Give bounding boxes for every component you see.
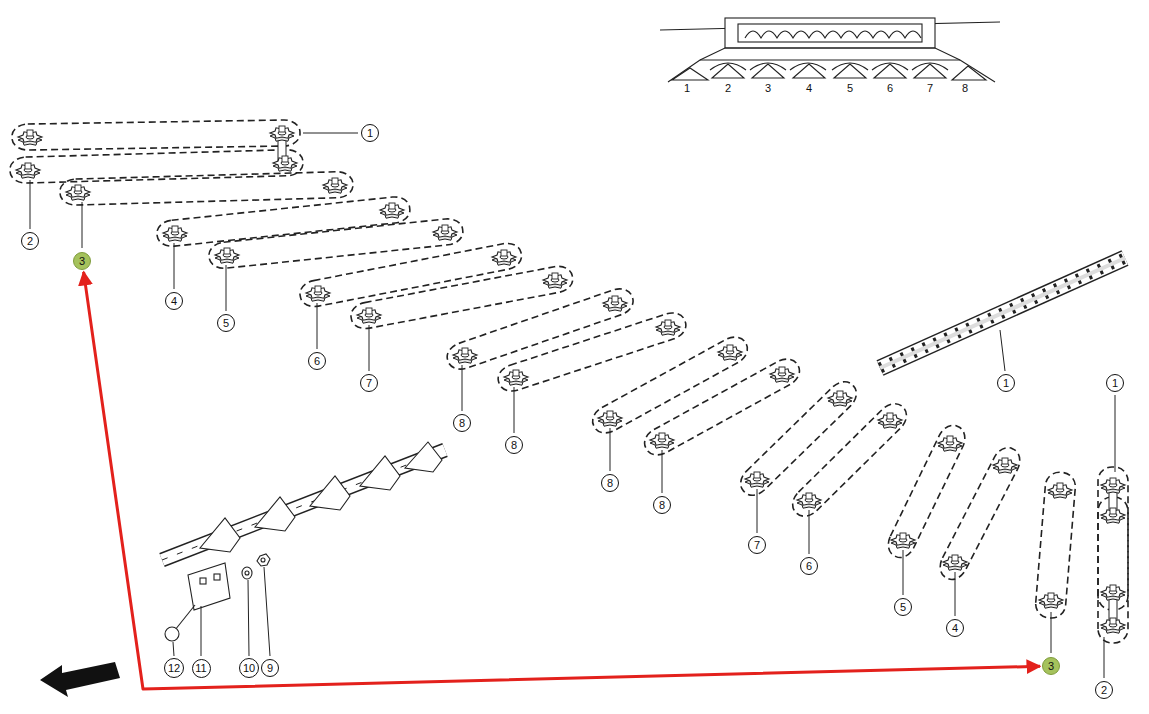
inset-number: 4 [806,83,812,94]
callout-number: 7 [748,536,766,554]
callout-text: 9 [267,663,273,674]
callout-number: 1 [361,124,379,142]
callout-number: 1 [1106,374,1124,392]
callout-number: 8 [653,496,671,514]
callout-number: 6 [800,557,818,575]
callout-text: 1 [367,128,373,139]
callout-text: 10 [243,663,255,674]
callout-text: 3 [1048,661,1054,672]
callout-number: 2 [1095,681,1113,699]
callout-number: 4 [946,619,964,637]
leader-lines [30,133,1115,678]
callout-text: 1 [1112,378,1118,389]
callout-number: 2 [21,232,39,250]
travel-arrow [40,662,120,697]
inset-number: 2 [725,83,731,94]
callout-text: 4 [171,296,177,307]
sprockets [16,126,1125,633]
callout-number: 5 [217,314,235,332]
callout-number: 12 [164,658,184,678]
red-connector-arrow [84,272,1040,689]
shafts [278,136,1117,622]
callout-number: 7 [360,374,378,392]
callout-text: 3 [79,256,85,267]
callout-text: 4 [952,623,958,634]
callout-number: 5 [894,598,912,616]
callout-number: 8 [453,414,471,432]
chain-loops [10,120,1128,643]
callout-text: 8 [511,440,517,451]
callout-number: 4 [165,292,183,310]
callout-number: 6 [308,352,326,370]
header-inset [660,18,1000,82]
inset-number: 1 [684,83,690,94]
callout-text: 5 [223,318,229,329]
callout-text: 2 [27,236,33,247]
callout-number: 8 [505,436,523,454]
callout-number: 3 [1042,657,1060,675]
callout-text: 6 [314,356,320,367]
fasteners [165,554,270,641]
inset-number: 5 [847,83,853,94]
callout-text: 7 [366,378,372,389]
callout-number: 3 [73,252,91,270]
callout-text: 8 [659,500,665,511]
callout-text: 8 [459,418,465,429]
callout-number: 1 [997,374,1015,392]
inset-number: 6 [887,83,893,94]
callout-number: 11 [192,659,211,678]
callout-text: 5 [900,602,906,613]
callout-text: 8 [607,478,613,489]
callout-number: 9 [261,659,279,677]
inset-number: 3 [765,83,771,94]
callout-number: 10 [239,658,259,678]
inset-number: 7 [927,83,933,94]
callout-text: 11 [195,663,206,674]
inset-number: 8 [962,83,968,94]
callout-text: 2 [1101,685,1107,696]
callout-text: 6 [806,561,812,572]
callout-text: 1 [1003,378,1009,389]
callout-text: 7 [754,540,760,551]
callout-text: 12 [168,663,180,674]
gathering-chain [162,442,445,560]
callout-number: 8 [601,474,619,492]
